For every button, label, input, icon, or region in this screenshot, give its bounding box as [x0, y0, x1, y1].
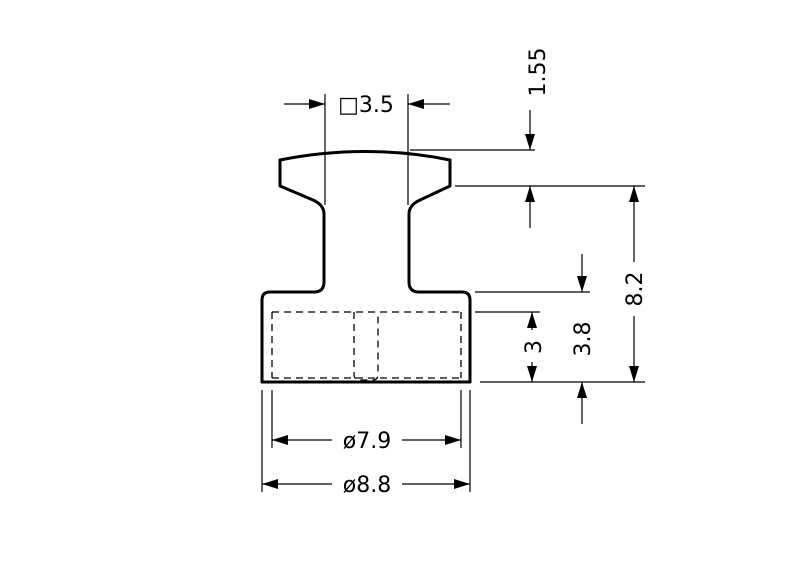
head-top-arc: [278, 150, 452, 162]
outer-diameter-label: ø8.8: [343, 473, 391, 498]
bore-depth-label: 3: [522, 340, 547, 354]
slot-hidden: [353, 312, 379, 381]
dim-inner-diameter: ø7.9: [272, 429, 461, 454]
dim-total-height: 8.2: [623, 186, 648, 382]
square-width-label: □3.5: [338, 93, 394, 118]
dim-outer-diameter: ø8.8: [262, 473, 470, 498]
outline-left: [260, 158, 326, 384]
outline-right: [407, 158, 472, 384]
dim-square-width: □3.5: [284, 93, 450, 118]
inner-diameter-label: ø7.9: [343, 429, 391, 454]
hidden-lines: [271, 311, 462, 381]
dim-base-height: 3.8: [571, 254, 596, 424]
head-thickness-label: 1.55: [526, 48, 551, 97]
part-outline: [260, 150, 472, 384]
total-height-label: 8.2: [623, 272, 648, 307]
base-height-label: 3.8: [571, 322, 596, 357]
dim-bore-depth: 3: [522, 312, 547, 382]
dim-head-thickness: 1.55: [525, 48, 551, 228]
extension-lines: [261, 94, 645, 492]
